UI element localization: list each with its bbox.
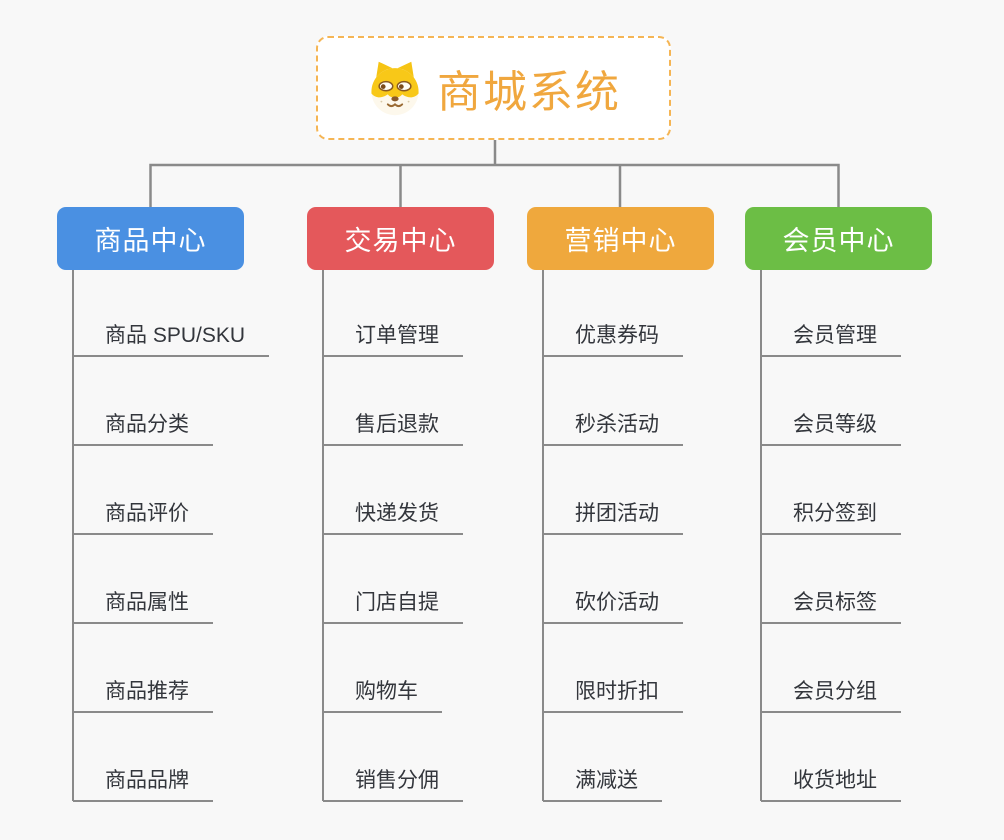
leaf-node[interactable]: 商品品牌 <box>73 766 213 802</box>
leaf-node[interactable]: 订单管理 <box>323 321 463 357</box>
dog-face-icon <box>366 59 424 117</box>
leaf-node[interactable]: 满减送 <box>543 766 662 802</box>
leaf-node[interactable]: 商品推荐 <box>73 677 213 713</box>
leaf-node[interactable]: 会员分组 <box>761 677 901 713</box>
leaf-node[interactable]: 收货地址 <box>761 766 901 802</box>
leaf-node[interactable]: 会员标签 <box>761 588 901 624</box>
branch-header-product-center[interactable]: 商品中心 <box>57 207 244 270</box>
branch-header-trade-center[interactable]: 交易中心 <box>307 207 494 270</box>
leaf-node[interactable]: 快递发货 <box>323 499 463 535</box>
branch-header-marketing-center[interactable]: 营销中心 <box>527 207 714 270</box>
root-label: 商城系统 <box>437 68 621 117</box>
leaf-node[interactable]: 优惠券码 <box>543 321 683 357</box>
leaf-node[interactable]: 商品评价 <box>73 499 213 535</box>
leaf-node[interactable]: 购物车 <box>323 677 442 713</box>
leaf-node[interactable]: 销售分佣 <box>323 766 463 802</box>
leaf-node[interactable]: 商品 SPU/SKU <box>73 321 270 357</box>
branch-header-member-center[interactable]: 会员中心 <box>745 207 932 270</box>
leaf-node[interactable]: 秒杀活动 <box>543 410 683 446</box>
leaf-node[interactable]: 商品属性 <box>73 588 213 624</box>
leaf-node[interactable]: 拼团活动 <box>543 499 683 535</box>
leaf-node[interactable]: 积分签到 <box>761 499 901 535</box>
leaf-node[interactable]: 会员等级 <box>761 410 901 446</box>
leaf-node[interactable]: 门店自提 <box>323 588 463 624</box>
leaf-node[interactable]: 售后退款 <box>323 410 463 446</box>
root-node[interactable]: 商城系统 <box>316 36 671 140</box>
leaf-node[interactable]: 砍价活动 <box>543 588 683 624</box>
leaf-node[interactable]: 会员管理 <box>761 321 901 357</box>
leaf-node[interactable]: 限时折扣 <box>543 677 683 713</box>
leaf-node[interactable]: 商品分类 <box>73 410 213 446</box>
